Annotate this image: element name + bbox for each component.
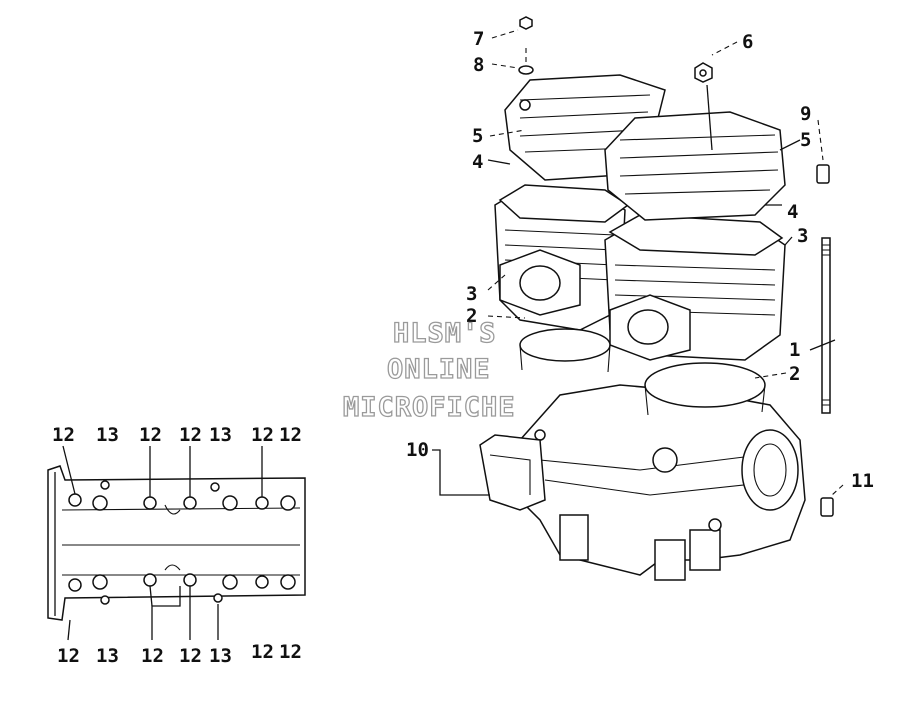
callout-12: 12 — [279, 641, 302, 663]
callout-12: 12 — [251, 641, 274, 663]
callout-11: 11 — [851, 470, 874, 492]
callout-13: 13 — [96, 424, 119, 446]
callout-12: 12 — [57, 645, 80, 667]
callout-12: 12 — [179, 645, 202, 667]
callout-12: 12 — [52, 424, 75, 446]
callout-12: 12 — [251, 424, 274, 446]
callout-3: 3 — [797, 225, 808, 247]
callout-2: 2 — [466, 305, 477, 327]
bolt-holes-bottom — [68, 573, 296, 605]
piston-right — [644, 362, 766, 416]
callout-13: 13 — [209, 424, 232, 446]
cylinder-left — [494, 189, 626, 331]
watermark-line-1: HLSM'S — [393, 318, 497, 349]
callout-5b: 5 — [800, 129, 811, 151]
dowel-part-9 — [816, 164, 830, 184]
callout-9: 9 — [800, 103, 811, 125]
callout-12: 12 — [179, 424, 202, 446]
callout-8: 8 — [473, 54, 484, 76]
dowel-part-11 — [820, 497, 834, 517]
callout-12: 12 — [141, 645, 164, 667]
callout-4: 4 — [472, 151, 483, 173]
crankcase — [519, 384, 806, 581]
nut-part-7 — [519, 16, 533, 30]
callout-2b: 2 — [789, 363, 800, 385]
watermark: HLSM'S ONLINE MICROFICHE — [342, 317, 516, 423]
callout-12: 12 — [139, 424, 162, 446]
callout-labels-inset-top: 12 13 12 12 13 12 12 — [52, 424, 302, 446]
cylinder-head-right — [604, 111, 786, 221]
callout-13: 13 — [209, 645, 232, 667]
stud-part-1 — [821, 237, 831, 414]
watermark-line-3: MICROFICHE — [343, 392, 516, 423]
callout-labels-inset-bottom: 12 13 12 12 13 12 12 — [57, 641, 302, 667]
callout-4b: 4 — [787, 201, 798, 223]
callout-1: 1 — [789, 339, 800, 361]
piston-left — [519, 328, 611, 373]
callout-6: 6 — [742, 31, 753, 53]
watermark-line-2: ONLINE — [387, 354, 491, 385]
callout-7: 7 — [473, 28, 484, 50]
callout-3b: 3 — [466, 283, 477, 305]
washer-part-8 — [518, 65, 534, 75]
callout-5: 5 — [472, 125, 483, 147]
bolt-pattern-inset — [47, 445, 306, 641]
leader-lines-main — [432, 29, 844, 496]
gasket-base — [479, 434, 546, 511]
nut-part-6 — [694, 62, 713, 83]
callout-12: 12 — [279, 424, 302, 446]
callout-labels-main: 7 8 6 5 4 9 5 4 3 3 2 1 2 10 11 — [406, 28, 874, 492]
callout-10: 10 — [406, 439, 429, 461]
callout-13: 13 — [96, 645, 119, 667]
